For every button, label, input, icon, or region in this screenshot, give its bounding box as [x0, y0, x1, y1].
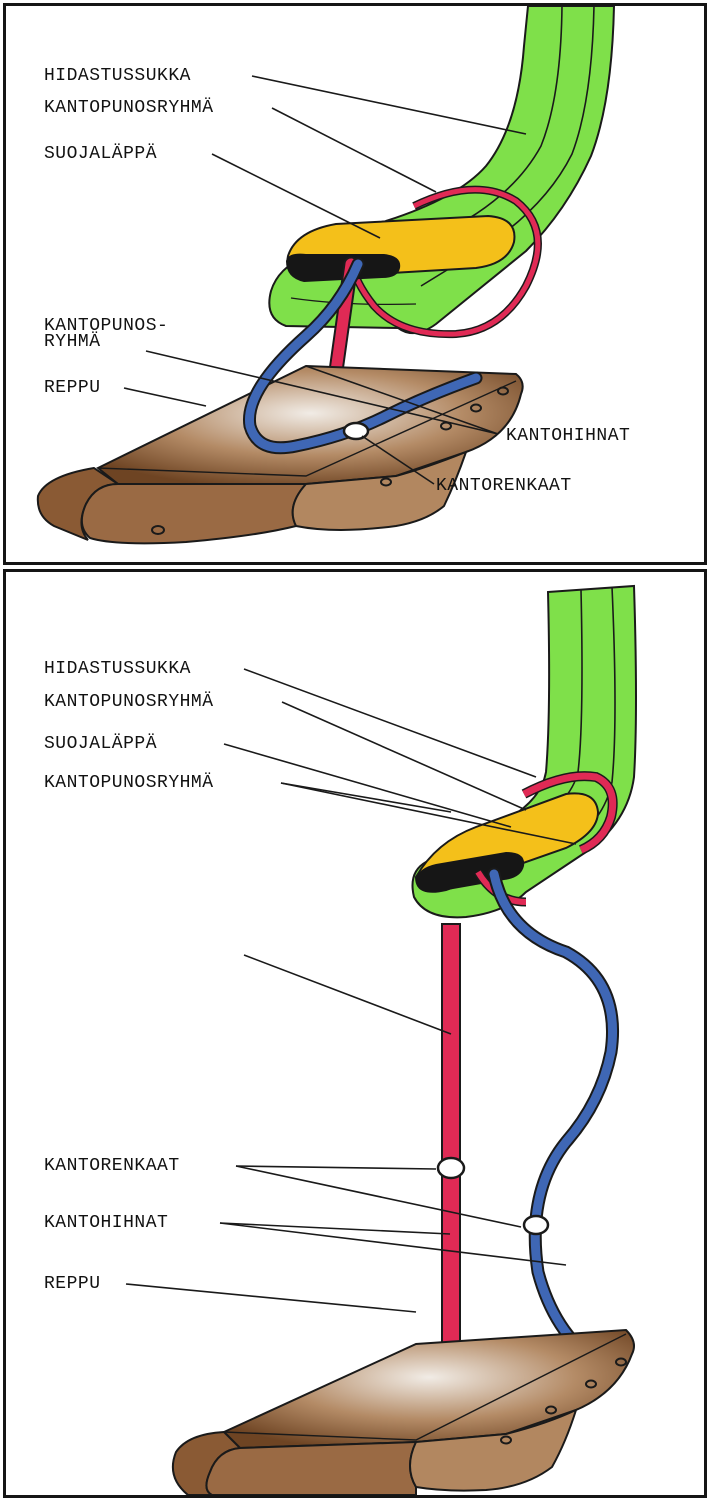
leader-lines: [126, 669, 576, 1312]
backpack: [173, 1330, 634, 1495]
top-diagram-panel: HIDASTUSSUKKA KANTOPUNOSRYHMÄ SUOJALÄPPÄ…: [3, 3, 707, 565]
label-kantopunosryhma-top: KANTOPUNOSRYHMÄ: [44, 692, 214, 712]
riser-blue: [494, 874, 613, 1362]
label-reppu: REPPU: [44, 378, 101, 398]
riser-ring-blue: [524, 1216, 548, 1234]
top-illustration: [6, 6, 704, 562]
label-kantopunos-line2: RYHMÄ: [44, 334, 101, 350]
riser-red: [442, 872, 526, 1356]
label-kantohihnat: KANTOHIHNAT: [506, 426, 630, 446]
label-suojalappa: SUOJALÄPPÄ: [44, 144, 157, 164]
label-kantorenkaat: KANTORENKAAT: [436, 476, 572, 496]
label-kantopunosryhma: KANTOPUNOSRYHMÄ: [44, 98, 214, 118]
label-kantorenkaat: KANTORENKAAT: [44, 1156, 180, 1176]
label-kantopunosryhma-mid: KANTOPUNOSRYHMÄ: [44, 773, 214, 793]
label-suojalappa: SUOJALÄPPÄ: [44, 734, 157, 754]
label-kantohihnat: KANTOHIHNAT: [44, 1213, 168, 1233]
riser-ring: [344, 423, 368, 439]
label-hidastussukka: HIDASTUSSUKKA: [44, 659, 191, 679]
riser-ring-red: [438, 1158, 464, 1178]
label-hidastussukka: HIDASTUSSUKKA: [44, 66, 191, 86]
bottom-diagram-panel: HIDASTUSSUKKA KANTOPUNOSRYHMÄ SUOJALÄPPÄ…: [3, 569, 707, 1498]
label-reppu: REPPU: [44, 1274, 101, 1294]
deployment-sleeve: [269, 6, 614, 333]
